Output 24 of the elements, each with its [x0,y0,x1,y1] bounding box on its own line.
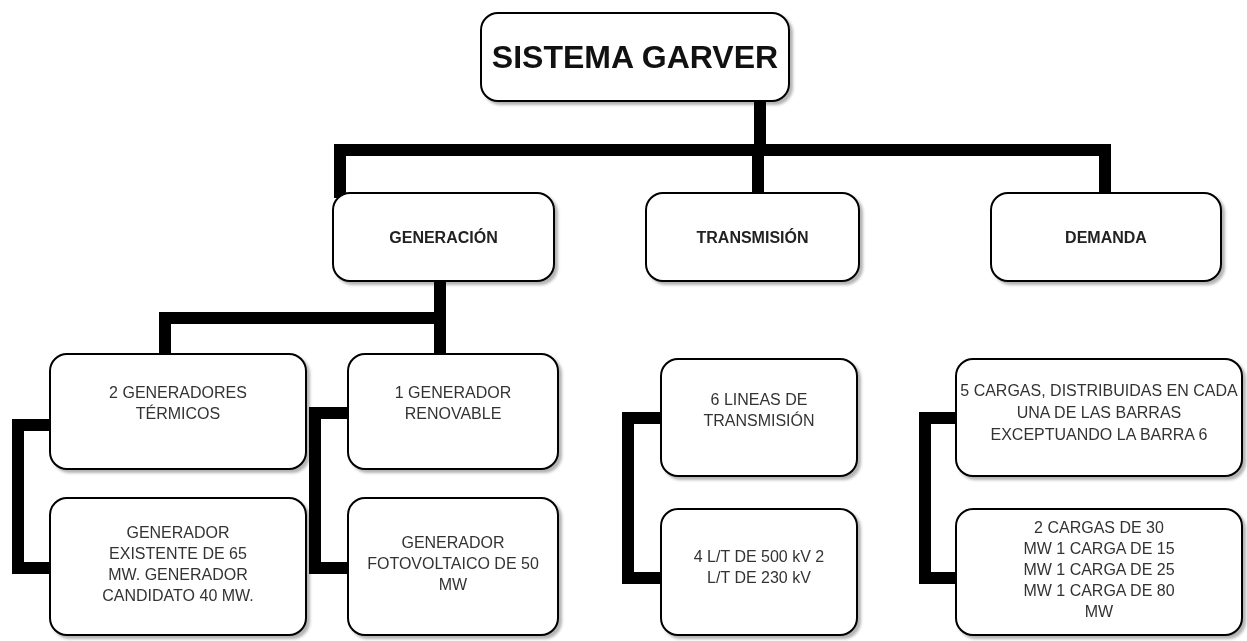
rounded-box [955,358,1243,477]
rounded-box [645,192,860,282]
node-text: DEMANDA [1064,227,1148,248]
rounded-box [347,353,559,470]
node-text: 2 CARGAS DE 30 MW 1 CARGA DE 15 MW 1 CARGA DE 25 MW 1 CARGA DE 80 MW [1022,517,1176,622]
node-text: 4 L/T DE 500 kV 2 L/T DE 230 kV [693,547,825,588]
node-text: SISTEMA GARVER [490,38,780,77]
node-text: TRANSMISIÓN [695,227,810,248]
node-text: 1 GENERADOR RENOVABLE [393,382,513,424]
rounded-box [49,497,307,636]
rounded-box [49,353,307,470]
node-text: 6 LINEAS DE TRANSMISIÓN [702,389,816,431]
rounded-box [332,192,555,282]
rounded-box [660,508,858,636]
node-text: 2 GENERADORES TÉRMICOS [108,382,248,424]
rounded-box [347,497,559,636]
node-text: 5 CARGAS, DISTRIBUIDAS EN CADA UNA DE LAS BARRAS EXCEPTUANDO LA BARRA 6 [959,380,1239,445]
node-text: GENERADOR FOTOVOLTAICO DE 50 MW [366,533,540,595]
rounded-box [480,12,790,102]
node-text: GENERADOR EXISTENTE DE 65 MW. GENERADOR CANDIDATO 40 MW. [101,522,255,606]
rounded-box [955,508,1243,636]
rounded-box [660,358,858,477]
rounded-box [990,192,1222,282]
node-text: GENERACIÓN [388,227,499,248]
